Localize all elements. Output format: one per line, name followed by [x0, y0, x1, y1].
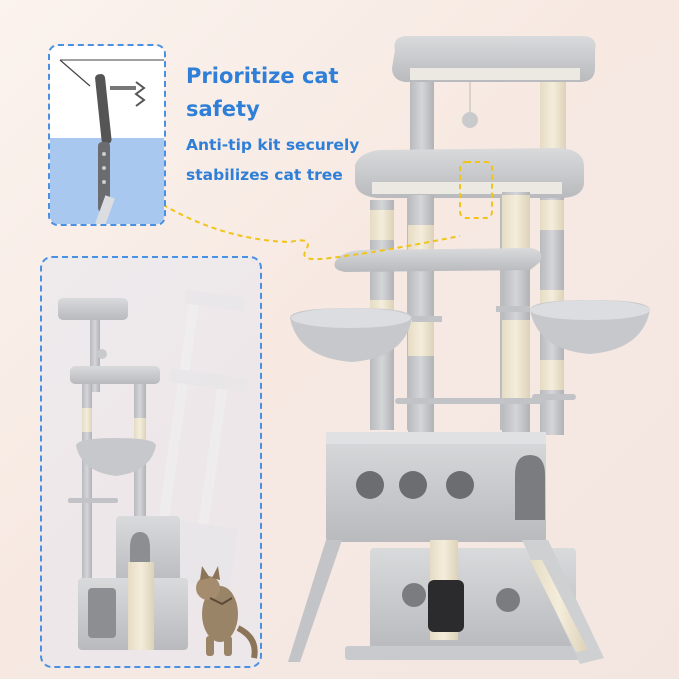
step-bars — [395, 394, 576, 404]
second-platform — [355, 148, 584, 198]
lower-condo — [345, 540, 591, 660]
leader-line — [154, 199, 461, 261]
hammock-baskets — [290, 300, 650, 362]
tipping-comparison — [40, 256, 262, 668]
cat-photo — [196, 566, 258, 659]
ramps — [288, 540, 604, 664]
headline: Prioritize cat safety — [186, 64, 339, 121]
anti-tip-callout — [48, 44, 166, 226]
middle-perch — [334, 248, 542, 272]
front-posts — [408, 192, 530, 436]
anchor-highlight — [459, 161, 493, 219]
subline: Anti-tip kit securely stabilizes cat tre… — [186, 136, 360, 184]
tipping-tree-illustration — [58, 289, 258, 659]
anti-tip-kit-illustration — [50, 46, 164, 224]
top-platform — [392, 36, 596, 82]
condo — [326, 432, 546, 542]
